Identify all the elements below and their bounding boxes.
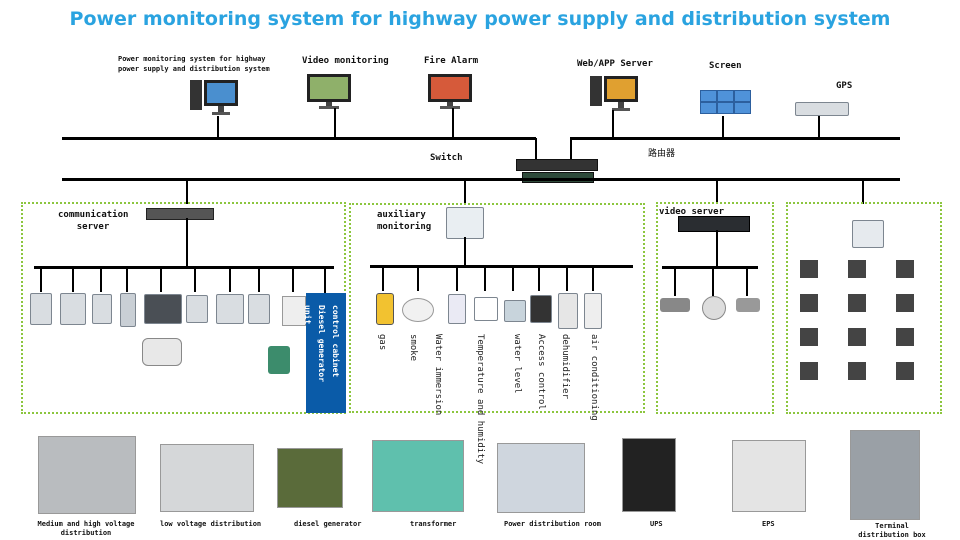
video-wall-icon [700, 90, 751, 114]
bullet-camera-icon [736, 298, 760, 312]
ups-photo [622, 438, 676, 512]
wireless-meter-icon [282, 296, 306, 326]
meter-icon [186, 295, 208, 323]
switchgear-photo [38, 436, 136, 514]
temp-humidity-sensor-icon [474, 297, 498, 321]
bottom-item-label: Power distribution room [504, 520, 601, 528]
protection-relay-icon [30, 293, 52, 325]
distribution-room-photo [497, 443, 585, 513]
nvr-icon [678, 216, 750, 232]
aux-item-label: air conditioning [589, 334, 599, 421]
panel-meter-icon [852, 220, 884, 248]
terminal-box-photo [850, 430, 920, 520]
upper-bus-left [62, 137, 536, 140]
gas-detector-icon [376, 293, 394, 325]
air-conditioner-icon [584, 293, 602, 329]
web-server-icon [590, 76, 638, 111]
wireless-sensor-icon [268, 346, 290, 374]
video-monitor-icon [307, 74, 351, 109]
aux-item-label: gas [377, 334, 387, 351]
switch-icon [516, 159, 598, 171]
aux-item-label: smoke [408, 334, 418, 362]
communication-server-icon [146, 208, 214, 220]
transformer-photo [372, 440, 464, 512]
aux-item-label: Water immersion [433, 334, 443, 416]
aux-item-label: dehumidifier [560, 334, 570, 400]
meter-icon [92, 294, 112, 324]
monitoring-terminal-icon [446, 207, 484, 239]
gps-label: GPS [836, 81, 853, 91]
water-immersion-sensor-icon [448, 294, 466, 324]
fire-alarm-label: Fire Alarm [424, 56, 479, 66]
upper-bus-right [570, 137, 900, 140]
main-bus [62, 178, 900, 181]
aux-item-label: Access control [536, 334, 546, 410]
meter-icon [248, 294, 270, 324]
video-monitoring-label: Video monitoring [302, 56, 389, 66]
auxiliary-monitoring-label: auxiliary monitoring [377, 210, 432, 232]
diagram-title: Power monitoring system for highway powe… [69, 8, 891, 30]
current-transformer-grid-icon [800, 260, 914, 380]
din-meter-icon [120, 293, 136, 327]
bottom-item-label: EPS [762, 520, 775, 528]
aux-item-label: water level [512, 334, 522, 394]
comm-bus [34, 266, 334, 269]
smoke-detector-icon [402, 298, 434, 322]
video-bus [662, 266, 758, 269]
bottom-item-label: Terminal distribution box [858, 522, 926, 539]
auxiliary-monitoring-group [349, 203, 645, 413]
water-level-sensor-icon [504, 300, 526, 322]
bottom-item-label: transformer [410, 520, 457, 528]
access-control-icon [530, 295, 552, 323]
bottom-item-label: Medium and high voltage distribution [37, 520, 135, 537]
video-server-group [656, 202, 774, 414]
bottom-item-label: low voltage distribution [160, 520, 262, 528]
aux-bus [370, 265, 633, 268]
bullet-camera-icon [660, 298, 690, 312]
dehumidifier-icon [558, 293, 578, 329]
protection-relay-icon [60, 293, 86, 325]
aux-item-label: Temperature and humidity [475, 334, 485, 465]
controller-icon [144, 294, 182, 324]
monitor-system-label: Power monitoring system for highway powe… [118, 55, 270, 73]
multifunction-meter-icon [216, 294, 244, 324]
gps-device-icon [795, 102, 849, 116]
terminal-group [786, 202, 942, 414]
diesel-generator-photo [277, 448, 343, 508]
fire-alarm-monitor-icon [428, 74, 472, 109]
screen-label: Screen [709, 61, 742, 71]
web-app-server-label: Web/APP Server [577, 59, 653, 69]
eps-photo [732, 440, 806, 512]
bottom-item-label: UPS [650, 520, 663, 528]
bottom-item-label: diesel generator [294, 520, 362, 528]
dome-camera-icon [702, 296, 726, 320]
sensor-icon [142, 338, 182, 366]
router-label: 路由器 [648, 149, 676, 159]
router-icon [522, 172, 594, 183]
switch-label: Switch [430, 153, 463, 163]
low-voltage-cabinet-photo [160, 444, 254, 512]
video-server-label: video server [659, 207, 725, 217]
workstation-1-icon [190, 80, 238, 115]
communication-server-label: communication server [58, 210, 129, 232]
control-cabinet-box: control cabinet Diesel generator unit [303, 293, 346, 413]
